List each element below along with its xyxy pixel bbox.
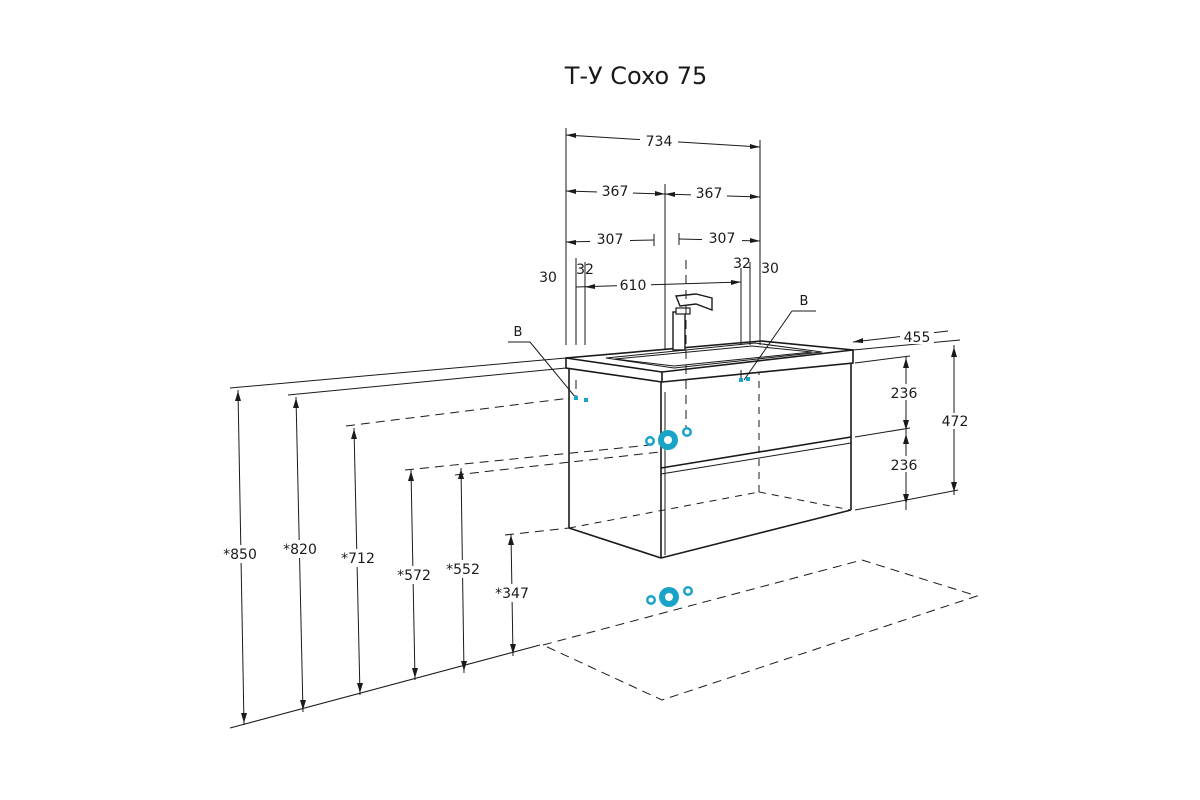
drain-connection-floor — [646, 586, 693, 607]
dim-32-left: 32 — [576, 262, 594, 278]
dim-307-left: 307 — [597, 232, 624, 248]
dim-472: 472 — [942, 414, 969, 430]
water-label-right: B — [800, 294, 809, 309]
dim-367-right: 367 — [696, 186, 723, 202]
dim-236-lower: 236 — [891, 458, 918, 474]
water-label-left: B — [514, 325, 523, 340]
dim-307-right: 307 — [709, 231, 736, 247]
drawing-title: Т-У Coxo 75 — [564, 62, 708, 90]
dim-347: *347 — [495, 586, 529, 602]
dim-367-left: 367 — [602, 184, 629, 200]
height-dimensions: *850 *820 *712 *572 *552 *347 — [218, 357, 661, 729]
faucet — [672, 293, 713, 351]
dim-30-right: 30 — [761, 261, 779, 277]
water-supply-callouts: B B — [508, 294, 816, 402]
dim-32-right: 32 — [733, 256, 751, 272]
dim-820: *820 — [283, 542, 317, 558]
vanity-cabinet — [565, 293, 854, 559]
dim-552: *552 — [446, 562, 480, 578]
depth-height-dimensions: 455 236 236 472 — [852, 328, 972, 511]
dim-610: 610 — [620, 278, 647, 294]
width-dimensions: 734 367 367 307 307 30 32 32 30 610 — [539, 128, 779, 350]
dim-572: *572 — [397, 568, 431, 584]
dim-455: 455 — [904, 330, 931, 346]
dim-734: 734 — [646, 134, 673, 150]
dim-850: *850 — [223, 547, 257, 563]
floor-plane — [541, 559, 979, 701]
dim-30-left: 30 — [539, 270, 557, 286]
dim-236-upper: 236 — [891, 386, 918, 402]
drain-connection-upper — [645, 427, 692, 450]
dim-712: *712 — [341, 551, 375, 567]
